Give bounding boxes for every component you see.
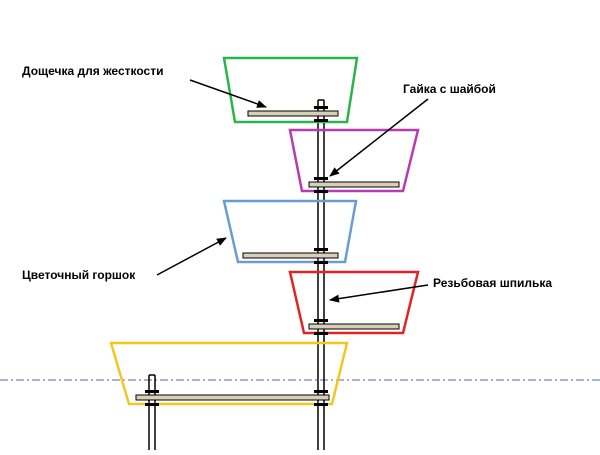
secondary-threaded-rod <box>148 374 156 450</box>
label-flower-pot: Цветочный горшок <box>22 268 136 282</box>
stiffening-board-4 <box>308 323 400 330</box>
arrow-to-board <box>189 79 267 108</box>
stiffening-board-1 <box>247 110 339 117</box>
flower-pot-yellow <box>109 341 349 406</box>
nuts-main-rod <box>314 106 328 406</box>
flower-pot-green <box>222 56 359 124</box>
arrow-to-nut <box>329 98 429 177</box>
stiffening-board-2 <box>308 181 400 188</box>
label-stiffening-board: Дощечка для жесткости <box>22 64 164 78</box>
arrow-to-pot <box>156 237 227 276</box>
label-nut-with-washer: Гайка с шайбой <box>403 82 496 96</box>
label-threaded-rod: Резьбовая шпилька <box>433 276 552 290</box>
nuts-secondary-rod <box>145 390 159 406</box>
stiffening-board-3 <box>242 252 339 259</box>
stiffening-board-5 <box>135 394 330 401</box>
arrow-to-rod <box>329 284 429 303</box>
flower-pot-red <box>288 270 420 335</box>
flower-pot-blue <box>222 199 358 264</box>
flower-pot-magenta <box>288 128 420 193</box>
